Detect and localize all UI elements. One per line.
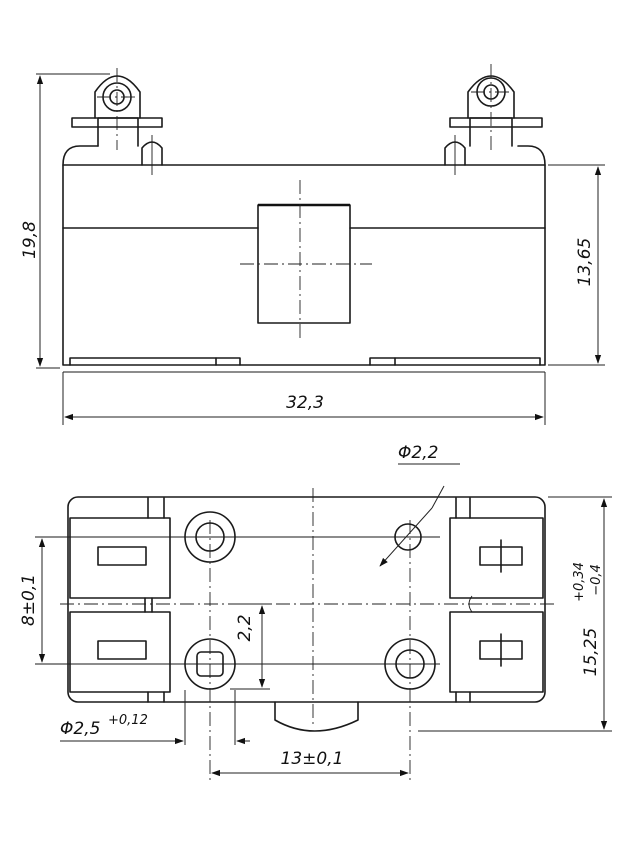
- actuator-bump: [274, 701, 359, 732]
- mounting-holes: [184, 511, 436, 690]
- hole-lower-right: [384, 638, 436, 690]
- left-terminals: [69, 497, 171, 703]
- dim-width-main: 15,25: [581, 628, 601, 677]
- right-terminal-lug: [444, 64, 543, 175]
- dim-width-tol-lower: −0,4: [589, 564, 604, 596]
- left-terminal-lug: [71, 68, 163, 175]
- dim-mount-hole-tol: +0,12: [108, 713, 148, 728]
- dim-height-body: 13,65: [575, 238, 595, 287]
- dim-hole-spacing: 13±0,1: [281, 749, 344, 769]
- hole-upper-right: [394, 523, 422, 551]
- dim-mount-hole-main: Φ2,5: [60, 719, 100, 739]
- dim-length: 32,3: [286, 393, 324, 413]
- side-view: 19,8 13,65 32,3: [20, 64, 605, 425]
- dim-height-total: 19,8: [20, 221, 40, 259]
- side-view-body-outline: [62, 164, 546, 366]
- dim-width-tol-upper: +0,34: [572, 562, 587, 602]
- right-terminals: [449, 497, 544, 703]
- dim-hole-diameter: Φ2,2: [398, 443, 438, 463]
- hole-lower-left: [184, 638, 236, 690]
- dim-pin-spacing: 8±0,1: [19, 574, 39, 626]
- plan-view: Φ2,2 8±0,1 2,2 15,25 +0,34 −0,4 Φ2,5 +0,…: [19, 443, 612, 780]
- dim-offset: 2,2: [235, 614, 255, 641]
- hole-upper-left: [184, 511, 236, 563]
- plan-view-body-outline: [67, 496, 546, 703]
